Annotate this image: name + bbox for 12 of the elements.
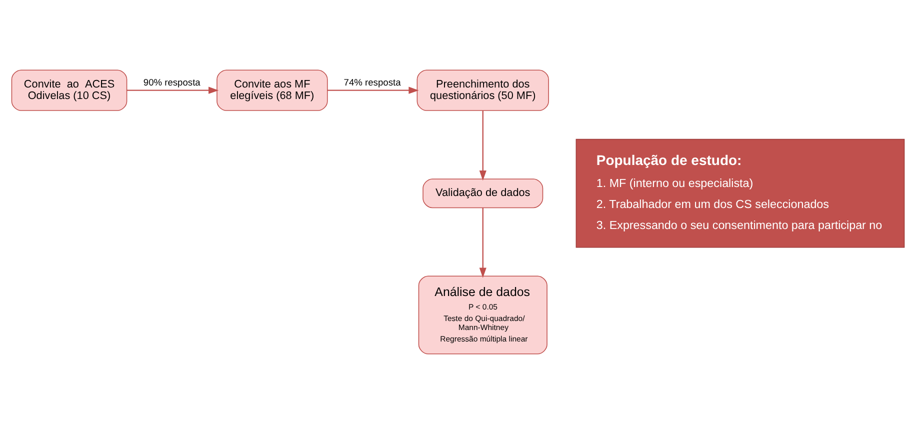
node-box: Análise de dados P < 0.05 Teste do Qui-quadrado/ Mann-Whitney Regressão múltipla linear [418, 275, 548, 354]
arrow [479, 110, 486, 180]
arrow [126, 86, 219, 94]
node-box: Preenchimento dos questionários (50 MF) [416, 69, 549, 110]
node-box: Validação de dados [422, 178, 544, 208]
arrow [328, 86, 419, 94]
node-box: Convite aos MF elegíveis (68 MF) [216, 69, 328, 110]
edge-label: 74% resposta [344, 76, 401, 87]
node-box: População de estudo: 1. MF (interno ou especialista) 2. Trabalhador em um dos CS seleccionados 3. Expressando o seu consentimento para participar no [576, 138, 905, 248]
arrow [479, 207, 486, 278]
edge-label: 90% resposta [143, 76, 200, 87]
node-box: Convite ao ACES Odivelas (10 CS) [11, 69, 128, 110]
